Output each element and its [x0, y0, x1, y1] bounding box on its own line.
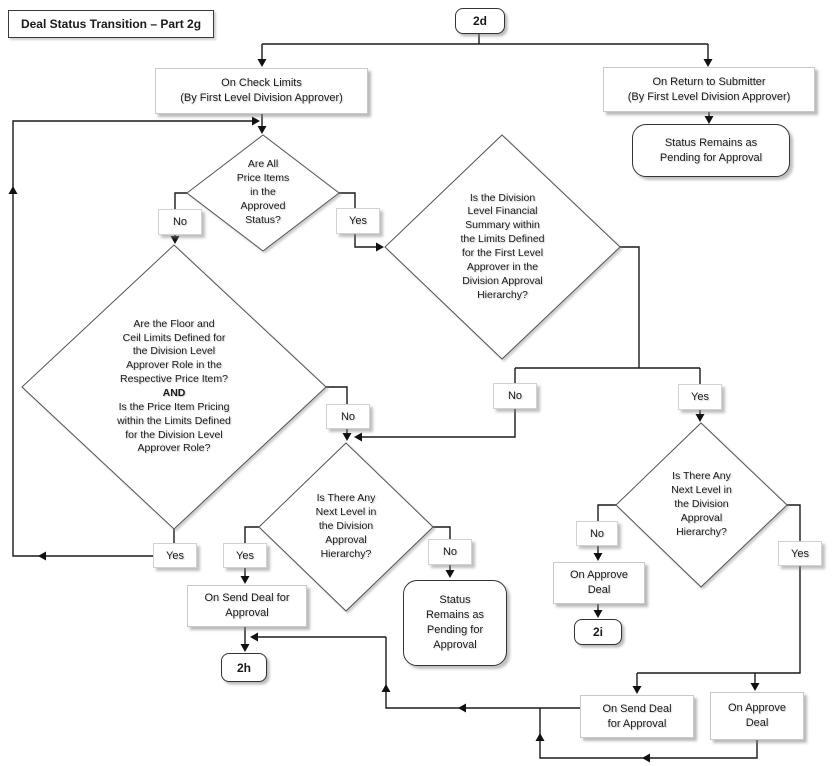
event-on-check-limits: On Check Limits (By First Level Division… [155, 68, 368, 114]
decision-division-summary-text: Is the Division Level Financial Summary … [460, 191, 545, 301]
floor-ceil-question-2: Is the Price Item Pricing within the Lim… [117, 400, 231, 455]
status-pending-mid: Status Remains as Pending for Approval [403, 580, 507, 666]
diamond-division-summary [384, 134, 621, 360]
terminal-2h: 2h [221, 653, 267, 682]
label-yes-floor-ceil: Yes [153, 543, 197, 568]
floor-ceil-question-1: Are the Floor and Ceil Limits Defined fo… [120, 317, 228, 386]
decision-next-level-right-text: Is There Any Next Level in the Division … [671, 470, 732, 538]
decision-floor-ceil-text: Are the Floor and Ceil Limits Defined fo… [22, 245, 326, 529]
label-yes-next-level-mid: Yes [223, 543, 267, 568]
label-no-next-level-right: No [576, 521, 618, 546]
decision-diamonds [21, 134, 788, 612]
diagram-title: Deal Status Transition – Part 2g [8, 10, 214, 38]
status-pending-top: Status Remains as Pending for Approval [632, 124, 790, 177]
floor-ceil-and: AND [162, 387, 186, 399]
decision-next-level-mid-text: Is There Any Next Level in the Division … [315, 492, 377, 560]
label-no-all-price-items: No [158, 209, 202, 235]
diamond-floor-ceil-limits [21, 244, 327, 530]
event-on-return-to-submitter: On Return to Submitter (By First Level D… [603, 67, 815, 112]
label-yes-all-price-items: Yes [336, 208, 380, 234]
terminal-2d: 2d [455, 8, 505, 34]
event-on-send-deal-upper: On Send Deal for Approval [187, 585, 307, 627]
event-on-approve-deal-bottom: On Approve Deal [710, 692, 804, 740]
event-on-send-deal-bottom: On Send Deal for Approval [580, 695, 694, 738]
diamond-all-price-items [186, 134, 340, 252]
label-yes-next-level-right: Yes [778, 541, 822, 566]
event-on-approve-deal-right: On Approve Deal [553, 562, 645, 604]
diamond-next-level-right [615, 422, 788, 588]
label-no-next-level-mid: No [428, 539, 472, 565]
label-no-floor-ceil: No [326, 404, 370, 429]
terminal-2i: 2i [574, 619, 622, 645]
arrowheads [8, 59, 760, 763]
diamond-next-level-mid [258, 442, 434, 612]
label-no-division-summary: No [493, 383, 537, 409]
label-yes-division-summary: Yes [678, 384, 722, 410]
decision-all-price-items-text: Are All Price Items in the Approved Stat… [236, 158, 290, 226]
